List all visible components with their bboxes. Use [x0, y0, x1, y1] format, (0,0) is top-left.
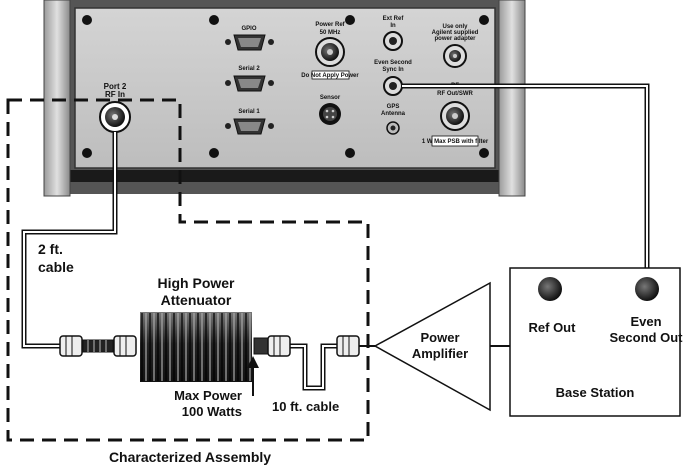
screw-icon [479, 148, 489, 158]
screw-icon [82, 15, 92, 25]
ext-ref-label-1: Ext Ref [383, 16, 405, 22]
even-out-label-1: Even [630, 314, 661, 329]
screw-icon [345, 148, 355, 158]
characterized-assembly-label: Characterized Assembly [109, 449, 271, 465]
power-adapter-connector[interactable] [443, 44, 467, 68]
gpio-connector[interactable] [225, 34, 274, 51]
port2-rf-in-connector[interactable] [99, 101, 131, 133]
gps-label-1: GPS [387, 104, 400, 110]
base-station-label: Base Station [556, 385, 635, 400]
attenuator-label-1: High Power [157, 275, 235, 291]
screw-icon [82, 148, 92, 158]
left-rack-rail [43, 0, 71, 197]
use-only-label-1: Use only [442, 24, 468, 30]
even-second-label-1: Even Second [374, 60, 412, 66]
even-second-sync-connector[interactable] [383, 76, 403, 96]
screw-icon [209, 148, 219, 158]
max-power-label-1: Max Power [174, 388, 242, 403]
n-connector-4 [267, 335, 291, 357]
high-power-attenuator [140, 312, 252, 382]
max-power-label-2: 100 Watts [182, 404, 242, 419]
power-ref-connector[interactable] [315, 37, 345, 67]
serial2-connector[interactable] [225, 75, 274, 92]
rf-out-swr-connector[interactable] [440, 101, 470, 131]
sensor-connector[interactable] [319, 103, 341, 125]
n-connector-2 [113, 335, 137, 357]
even-out-label-2: Second Out [610, 330, 684, 345]
amplifier-label-2: Amplifier [412, 346, 468, 361]
power-ref-label-1: Power Ref [315, 22, 345, 28]
right-rack-rail [498, 0, 526, 197]
gps-label-2: Antenna [381, 111, 406, 117]
n-connector-3 [253, 337, 269, 355]
even-second-out-port-icon [635, 277, 659, 301]
ext-ref-label-2: In [390, 23, 396, 29]
cable-2ft-label-2: cable [38, 259, 74, 275]
max-power-arrow [247, 356, 259, 396]
use-only-label-2: Agilent supplied [432, 30, 479, 36]
port2-label-2: RF In [105, 90, 125, 99]
serial1-label: Serial 1 [238, 109, 260, 115]
use-only-label-3: power adapter [434, 36, 476, 42]
cable-10ft-label: 10 ft. cable [272, 399, 339, 414]
power-ref-warning-box [311, 70, 350, 80]
ref-out-label: Ref Out [529, 320, 577, 335]
sensor-label: Sensor [320, 95, 341, 101]
screw-icon [209, 15, 219, 25]
screw-icon [479, 15, 489, 25]
rf-out-warning-box [431, 135, 479, 147]
adapter-dark [82, 339, 114, 353]
even-second-label-2: Sync In [382, 67, 404, 73]
cable-10ft [290, 343, 338, 391]
gps-antenna-connector[interactable] [386, 121, 400, 135]
panel-screws [82, 15, 489, 158]
ext-ref-connector[interactable] [383, 31, 403, 51]
ref-out-port-icon [538, 277, 562, 301]
cable-2ft-label-1: 2 ft. [38, 241, 63, 257]
power-ref-label-2: 50 MHz [320, 30, 341, 36]
rf-out-label-2: RF Out/SWR [437, 91, 473, 97]
power-ref-warning: Do Not Apply Power [301, 73, 359, 79]
n-connector-1 [59, 335, 83, 357]
amplifier-label-1: Power [420, 330, 459, 345]
serial2-label: Serial 2 [238, 66, 260, 72]
screw-icon [345, 15, 355, 25]
characterized-assembly-boundary [6, 98, 370, 442]
serial1-connector[interactable] [225, 118, 274, 135]
panel-bottom-strip [70, 170, 500, 182]
attenuator-label-2: Attenuator [161, 292, 232, 308]
port2-label-1: Port 2 [104, 82, 127, 91]
gpio-label: GPIO [241, 26, 256, 32]
rf-out-warning: 1 W Max PSB with filter [422, 139, 489, 145]
n-connector-5 [336, 335, 360, 357]
